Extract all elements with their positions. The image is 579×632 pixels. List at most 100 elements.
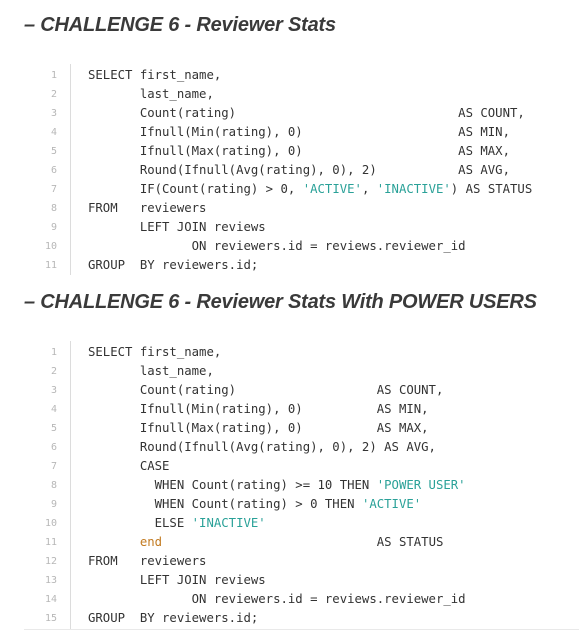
line-number: 3	[50, 385, 57, 396]
code-line: 14 ON reviewers.id = reviews.reviewer_id	[24, 590, 579, 609]
line-number: 5	[50, 423, 57, 434]
code-token: Count(rating) AS COUNT,	[88, 383, 444, 397]
code-token: ,	[361, 182, 377, 196]
line-number: 2	[50, 366, 57, 377]
code-token: IF(Count(rating) > 0,	[88, 182, 303, 196]
code-token: CASE	[88, 459, 170, 473]
code-text: Count(rating) AS COUNT,	[88, 104, 525, 123]
code-text: Ifnull(Min(rating), 0) AS MIN,	[88, 123, 510, 142]
code-token: GROUP BY reviewers.id;	[88, 258, 259, 272]
line-number-gutter	[24, 341, 71, 629]
code-token: Ifnull(Max(rating), 0) AS MAX,	[88, 144, 510, 158]
code-line: 9 WHEN Count(rating) > 0 THEN 'ACTIVE'	[24, 495, 579, 514]
code-token: Ifnull(Max(rating), 0) AS MAX,	[88, 421, 429, 435]
code-line: 2 last_name,	[24, 362, 579, 381]
code-text: LEFT JOIN reviews	[88, 571, 266, 590]
code-token: Ifnull(Min(rating), 0) AS MIN,	[88, 402, 429, 416]
code-token: ELSE	[88, 516, 192, 530]
code-line: 7 CASE	[24, 457, 579, 476]
code-token: last_name,	[88, 364, 214, 378]
section-title: – CHALLENGE 6 - Reviewer Stats With POWE…	[24, 291, 537, 313]
code-text: GROUP BY reviewers.id;	[88, 609, 258, 628]
code-line: 5 Ifnull(Max(rating), 0) AS MAX,	[24, 142, 579, 161]
code-line: 1 SELECT first_name,	[24, 343, 579, 362]
code-line: 11 GROUP BY reviewers.id;	[24, 256, 579, 275]
code-text: IF(Count(rating) > 0, 'ACTIVE', 'INACTIV…	[88, 180, 532, 199]
code-line: 4 Ifnull(Min(rating), 0) AS MIN,	[24, 400, 579, 419]
code-text: Round(Ifnull(Avg(rating), 0), 2) AS AVG,	[88, 161, 510, 180]
code-token: Round(Ifnull(Avg(rating), 0), 2) AS AVG,	[88, 163, 510, 177]
line-number: 10	[44, 518, 57, 529]
code-text: Ifnull(Max(rating), 0) AS MAX,	[88, 419, 429, 438]
string-literal: 'ACTIVE'	[361, 497, 422, 511]
line-number: 1	[50, 70, 57, 81]
line-number: 13	[44, 575, 57, 586]
code-token: SELECT first_name,	[88, 345, 222, 359]
code-line: 2 last_name,	[24, 85, 579, 104]
string-literal: 'INACTIVE'	[191, 516, 266, 530]
code-token: SELECT first_name,	[88, 68, 222, 82]
code-token: ) AS STATUS	[450, 182, 533, 196]
line-number: 5	[50, 146, 57, 157]
string-literal: 'INACTIVE'	[376, 182, 451, 196]
code-token: LEFT JOIN reviews	[88, 220, 266, 234]
code-text: WHEN Count(rating) >= 10 THEN 'POWER USE…	[88, 476, 466, 495]
line-number: 10	[44, 241, 57, 252]
code-line: 3 Count(rating) AS COUNT,	[24, 381, 579, 400]
code-text: Ifnull(Min(rating), 0) AS MIN,	[88, 400, 429, 419]
code-text: end AS STATUS	[88, 533, 444, 552]
line-number: 4	[50, 404, 57, 415]
line-number: 1	[50, 347, 57, 358]
line-number: 7	[50, 461, 57, 472]
code-line: 10 ON reviewers.id = reviews.reviewer_id	[24, 237, 579, 256]
code-text: last_name,	[88, 85, 214, 104]
line-number: 9	[50, 499, 57, 510]
code-line: 6 Round(Ifnull(Avg(rating), 0), 2) AS AV…	[24, 161, 579, 180]
line-number-gutter	[24, 64, 71, 275]
code-line: 1 SELECT first_name,	[24, 66, 579, 85]
code-text: ON reviewers.id = reviews.reviewer_id	[88, 237, 466, 256]
code-token: Ifnull(Min(rating), 0) AS MIN,	[88, 125, 510, 139]
code-text: CASE	[88, 457, 170, 476]
code-line: 11 end AS STATUS	[24, 533, 579, 552]
string-literal: 'ACTIVE'	[302, 182, 362, 196]
code-token: AS STATUS	[162, 535, 444, 549]
code-text: Round(Ifnull(Avg(rating), 0), 2) AS AVG,	[88, 438, 436, 457]
line-number: 7	[50, 184, 57, 195]
code-token: FROM reviewers	[88, 201, 207, 215]
line-number: 11	[44, 260, 57, 271]
code-text: Count(rating) AS COUNT,	[88, 381, 444, 400]
code-line: 4 Ifnull(Min(rating), 0) AS MIN,	[24, 123, 579, 142]
line-number: 8	[50, 203, 57, 214]
line-number: 6	[50, 165, 57, 176]
line-number: 8	[50, 480, 57, 491]
code-token: FROM reviewers	[88, 554, 207, 568]
code-text: FROM reviewers	[88, 552, 206, 571]
code-token: ON reviewers.id = reviews.reviewer_id	[88, 239, 466, 253]
code-token: WHEN Count(rating) > 0 THEN	[88, 497, 362, 511]
code-token: LEFT JOIN reviews	[88, 573, 266, 587]
string-literal: 'POWER USER'	[376, 478, 466, 492]
code-token: GROUP BY reviewers.id;	[88, 611, 259, 625]
code-block: 1 SELECT first_name, 2 last_name,3 Count(r…	[24, 64, 579, 275]
code-text: ON reviewers.id = reviews.reviewer_id	[88, 590, 466, 609]
code-token	[88, 535, 140, 549]
code-text: WHEN Count(rating) > 0 THEN 'ACTIVE'	[88, 495, 422, 514]
code-line: 10 ELSE 'INACTIVE'	[24, 514, 579, 533]
line-number: 11	[44, 537, 57, 548]
code-line: 7 IF(Count(rating) > 0, 'ACTIVE', 'INACT…	[24, 180, 579, 199]
code-token: Count(rating) AS COUNT,	[88, 106, 525, 120]
section-title: – CHALLENGE 6 - Reviewer Stats	[24, 14, 336, 36]
code-token: ON reviewers.id = reviews.reviewer_id	[88, 592, 466, 606]
code-line: 8 FROM reviewers	[24, 199, 579, 218]
code-line: 5 Ifnull(Max(rating), 0) AS MAX,	[24, 419, 579, 438]
code-text: LEFT JOIN reviews	[88, 218, 266, 237]
code-text: Ifnull(Max(rating), 0) AS MAX,	[88, 142, 510, 161]
code-line: 8 WHEN Count(rating) >= 10 THEN 'POWER U…	[24, 476, 579, 495]
code-token: Round(Ifnull(Avg(rating), 0), 2) AS AVG,	[88, 440, 436, 454]
code-text: GROUP BY reviewers.id;	[88, 256, 258, 275]
line-number: 4	[50, 127, 57, 138]
code-line: 3 Count(rating) AS COUNT,	[24, 104, 579, 123]
